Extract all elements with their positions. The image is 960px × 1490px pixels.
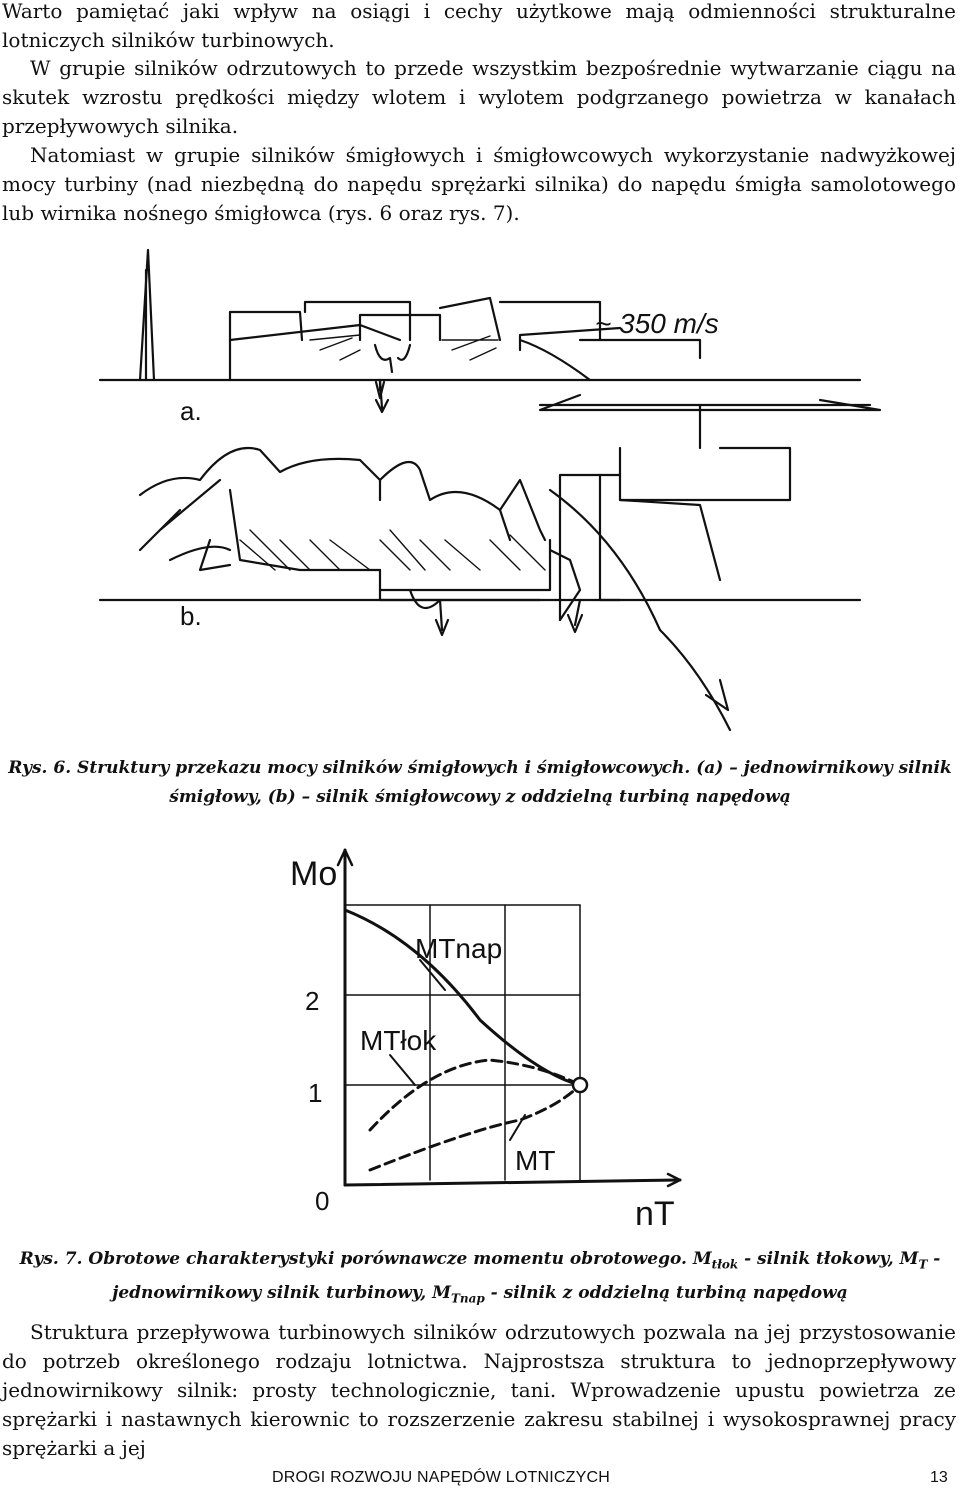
figure-7-curve-mt <box>368 1083 582 1172</box>
page-footer: DROGI ROZWOJU NAPĘDÓW LOTNICZYCH 13 <box>0 1469 960 1489</box>
figure-7-curve-mtlok <box>368 1058 582 1132</box>
figure-7-caption-sub-2: T <box>918 1257 928 1272</box>
paragraph-4-text: Struktura przepływowa turbinowych silnik… <box>2 1320 956 1460</box>
figure-6-sketch: a. b. ~ 350 m/s <box>98 248 882 732</box>
paragraph-1: Warto pamiętać jaki wpływ na osiągi i ce… <box>2 0 956 52</box>
figure-6-caption: Rys. 6. Struktury przekazu mocy silników… <box>0 754 960 812</box>
figure-7-label-mtnap: MTnap <box>415 933 502 964</box>
figure-7-caption-sub-1: tłok <box>711 1257 739 1272</box>
figure-7-intersection-point <box>571 1076 589 1094</box>
paragraph-2-text: W grupie silników odrzutowych to przede … <box>2 56 956 138</box>
figure-7-caption-part-4: - silnik z oddzielną turbiną napędową <box>484 1283 848 1304</box>
page-number: 13 <box>930 1469 948 1486</box>
figure-7-caption-part-2: - silnik tłokowy, M <box>738 1249 919 1269</box>
figure-7-x-axis-label: nT <box>635 1195 675 1233</box>
figure-7-y-axis-label: Mo <box>290 855 337 893</box>
figure-7-caption: Rys. 7. Obrotowe charakterystyki porówna… <box>0 1245 960 1314</box>
figure-6-speed-label: ~ 350 m/s <box>595 308 719 339</box>
footer-title: DROGI ROZWOJU NAPĘDÓW LOTNICZYCH <box>272 1469 610 1486</box>
figure-7-caption-part-1: Rys. 7. Obrotowe charakterystyki porówna… <box>19 1249 712 1269</box>
figure-7-tick-0: 0 <box>315 1186 329 1216</box>
paragraph-3: Natomiast w grupie silników śmigłowych i… <box>2 141 956 228</box>
paragraph-2: W grupie silników odrzutowych to przede … <box>2 54 956 141</box>
figure-7-x-axis <box>343 1178 682 1187</box>
figure-7-label-mt: MT <box>515 1145 555 1176</box>
figure-7-tick-1: 1 <box>308 1078 322 1108</box>
figure-7-tick-2: 2 <box>305 986 319 1016</box>
paragraph-3-text: Natomiast w grupie silników śmigłowych i… <box>2 143 956 225</box>
figure-7-label-mtlok: MTłok <box>360 1025 437 1056</box>
figure-7-caption-part-3: - jednowirnikowy silnik turbinowy, M <box>112 1249 941 1304</box>
figure-7-chart: Mo nT 2 1 0 MTnap MTłok MT <box>290 848 682 1233</box>
figure-6-label-b: b. <box>180 601 202 631</box>
figure-6-label-a: a. <box>180 396 202 426</box>
figure-7-curve-mtnap <box>343 908 582 1087</box>
paragraph-4: Struktura przepływowa turbinowych silnik… <box>2 1318 956 1463</box>
figure-6-caption-text: Rys. 6. Struktury przekazu mocy silników… <box>8 758 952 807</box>
figure-7-caption-sub-3: Tnap <box>450 1291 485 1306</box>
